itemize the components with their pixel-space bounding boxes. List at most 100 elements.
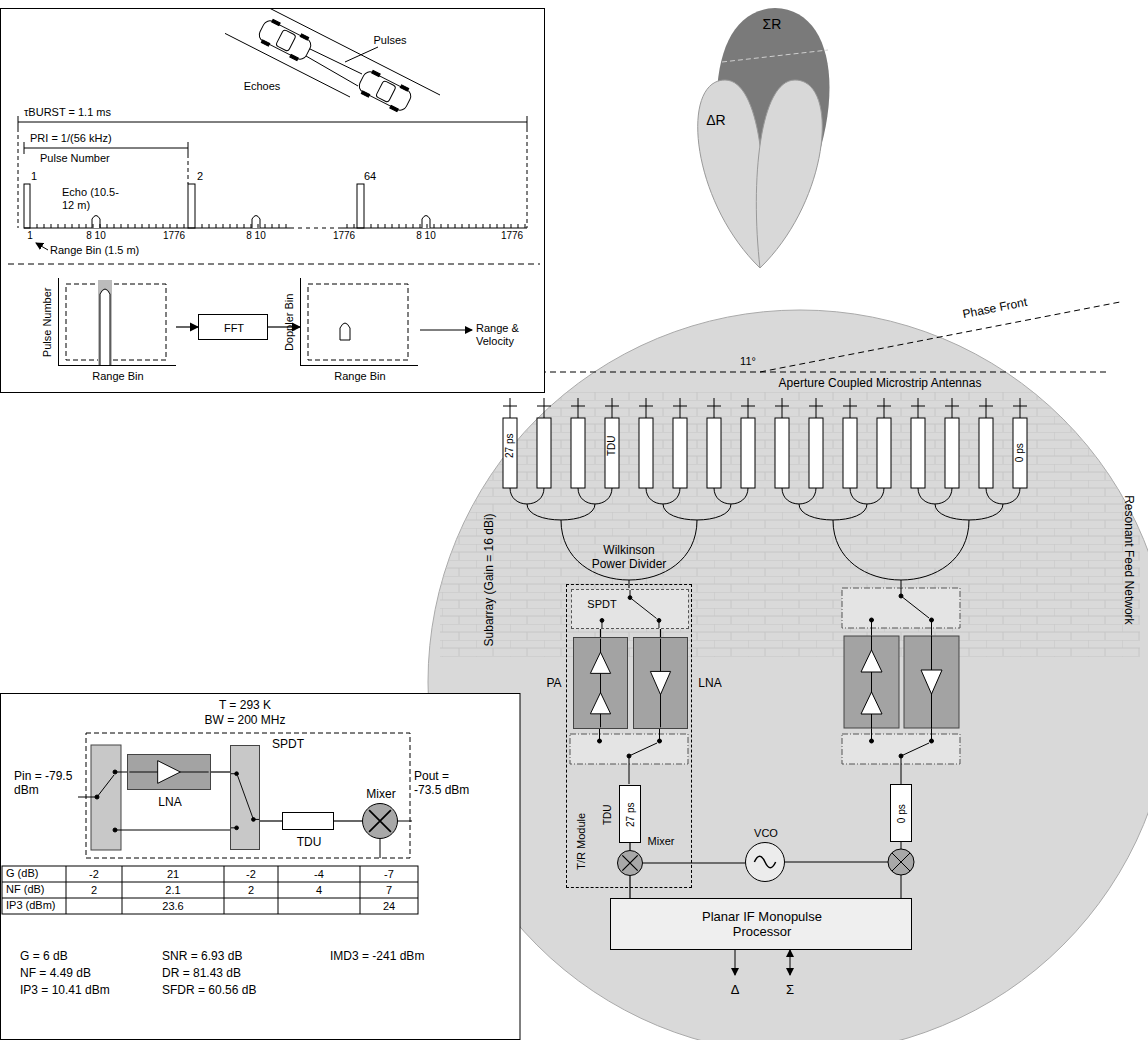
range-bin-tick [462,224,463,228]
node-label: T/R Module [575,801,588,881]
annotation-text: 27 ps [504,421,516,471]
antenna-element [741,406,755,407]
separator [8,264,540,265]
pulse-train [24,184,30,228]
feed-line [714,488,748,504]
tr-module-right [901,596,929,618]
range-bin-tick [427,224,428,228]
switch-box [629,743,657,756]
car-illustration [257,18,313,61]
range-bin-tick [149,224,150,228]
timing-bracket [24,148,188,149]
table-cell: 21 [153,868,193,881]
tr-module: T/R ModuleSPDTPALNA27 psTDUMixer [566,584,692,888]
car-illustration [376,80,397,102]
node-label: LNA [150,796,190,810]
antenna-element [680,398,681,418]
mixer-symbol: Mixer [617,850,643,876]
car-illustration [272,19,280,25]
phase-front [520,302,1120,372]
range-bin-tick [511,224,512,228]
switch-box: SPDT [571,589,689,629]
switch-box: SPDT [230,745,260,850]
timing-bracket [188,142,189,154]
antenna-element [884,398,885,418]
signal-connector [629,843,630,850]
feed-line [799,504,867,520]
feed-line [850,488,884,504]
annotation-text: SNR = 6.93 dB [162,950,312,964]
table-cell: 2 [231,884,271,897]
data-table [278,866,279,914]
delay-line [741,418,755,488]
node-label: 0 ps [896,794,908,834]
range-bin-tick [114,224,115,228]
antenna-element [979,406,993,407]
range-bin-tick [37,224,38,228]
receiver-chain [115,772,127,773]
switch-box [629,756,630,784]
feed-line [646,488,680,504]
range-doppler-map [420,330,472,331]
road [225,8,440,97]
data-table [122,866,123,914]
tr-module-right [931,620,932,636]
range-bin-tick [170,224,171,228]
node-label: 27 ps [625,790,637,840]
pulse-train [37,224,525,228]
signal-connector [629,876,630,898]
tr-module-right [901,875,902,898]
table-cell: -2 [231,868,271,881]
tr-module-right [871,620,872,636]
node-label: SPDT [268,738,308,752]
antenna-element [782,398,783,418]
tr-module-right [892,853,910,871]
delay-unit: TDU [282,812,334,830]
node-label: Doppler Bin [283,277,296,367]
antenna-element [503,406,517,407]
antenna-element [911,406,925,407]
antenna-element [748,398,749,418]
processor-box: Planar IF Monopulse Processor [610,898,912,950]
antenna-element [816,398,817,418]
pulse-train [357,184,364,228]
receiver-chain [115,830,230,831]
table-cell: -4 [299,868,339,881]
switch-symbol [231,746,259,849]
switch-box [842,728,960,784]
range-bin-tick [476,224,477,228]
annotation-text: PRI = 1/(56 kHz) [30,132,170,145]
range-bin-tick [128,224,129,228]
car-illustration [361,91,369,97]
annotation-text: BW = 200 MHz [185,714,305,728]
annotation-text: NF = 4.49 dB [20,967,150,981]
receiver-chain [78,733,412,858]
feed-line [901,580,902,588]
node-label: FFT [204,322,264,335]
range-bin-tick [371,224,372,228]
table-cell: -2 [74,868,114,881]
receiver-chain [86,733,410,858]
timing-bracket [18,128,19,228]
feed-line [935,504,1003,520]
receiver-panel [1,694,521,1040]
range-doppler-map [66,284,166,360]
antenna-element [571,406,585,407]
range-bin-tick [448,224,449,228]
range-bin-tick [518,224,519,228]
annotation-text: G = 6 dB [20,950,150,964]
antenna-element [918,398,919,418]
receiver-chain [78,797,97,798]
beam-lobes [698,8,830,268]
car-illustration [390,105,398,111]
range-bin-tick [504,224,505,228]
lo-line [785,862,888,863]
car-illustration [372,70,380,76]
range-doppler-map [100,289,110,366]
pulse-train [24,184,527,250]
annotation-text: IP3 = 10.41 dBm [20,984,150,998]
range-bin-tick [455,224,456,228]
antenna-panel [428,310,1148,1040]
antenna-element [646,398,647,418]
range-doppler-map [308,284,408,360]
